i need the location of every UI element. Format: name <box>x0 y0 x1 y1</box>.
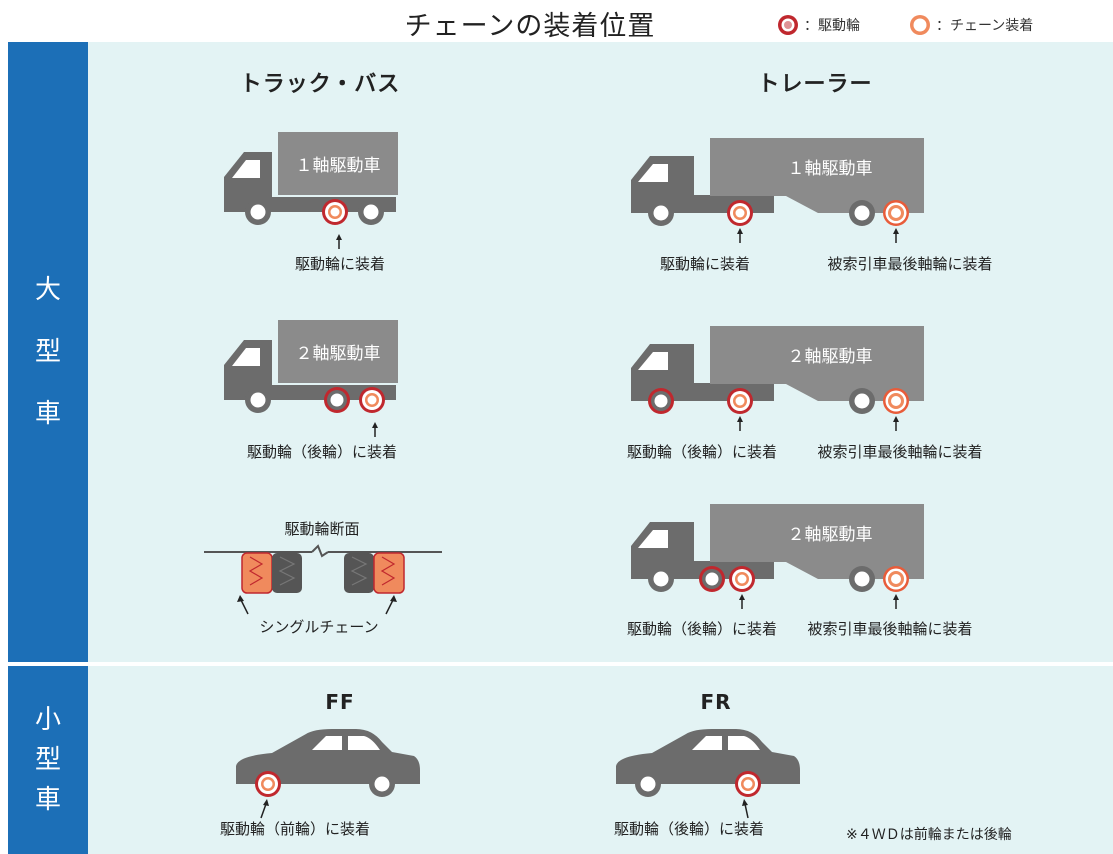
truck-1-caption: 駆動輪に装着 <box>294 255 385 273</box>
large-vehicle-panel <box>8 42 1113 662</box>
fr-caption: 駆動輪（後輪）に装着 <box>613 820 764 838</box>
trailer-2-body-label: ２軸駆動車 <box>788 347 873 367</box>
truck-2-body-label: ２軸駆動車 <box>296 344 381 364</box>
trailer-2-caption-right: 被索引車最後軸輪に装着 <box>817 443 983 461</box>
trailer-1-arrow-right <box>892 227 900 244</box>
4wd-note: ※４ＷＤは前輪または後輪 <box>846 827 1012 843</box>
fr-arrow <box>742 799 749 819</box>
truck-1-arrow <box>335 233 343 250</box>
ff-car-illustration <box>236 729 420 797</box>
truck-1-axle-illustration: １軸駆動車 <box>224 132 398 225</box>
trailer-3-caption-left: 駆動輪（後輪）に装着 <box>626 620 777 638</box>
trailer-1-caption-left: 駆動輪に装着 <box>659 255 750 273</box>
truck-bus-title: トラック・バス <box>239 72 401 97</box>
truck-2-arrow <box>371 421 379 438</box>
legend-chain-label: ：チェーン装着 <box>936 18 1034 34</box>
section-arrow-left <box>237 595 249 615</box>
drive-wheel-legend-icon <box>778 15 798 35</box>
truck-2-axle-illustration: ２軸駆動車 <box>224 320 398 413</box>
legend-drive-label: ：駆動輪 <box>804 18 860 34</box>
small-vehicle-label: 小 型 車 <box>8 666 88 854</box>
chain-wheel-legend-icon <box>910 15 930 35</box>
trailer-title: トレーラー <box>757 72 873 97</box>
ff-arrow <box>260 799 269 819</box>
ff-title: FF <box>325 690 355 714</box>
truck-2-caption: 駆動輪（後輪）に装着 <box>246 443 397 461</box>
legend-drive: ：駆動輪 <box>776 13 860 37</box>
section-arrow-right <box>385 595 397 615</box>
trailer-1-arrow-left <box>736 227 744 244</box>
section-caption: シングルチェーン <box>259 618 379 636</box>
trailer-2-arrow-left <box>736 415 744 432</box>
trailer-3-axle-illustration: ２軸駆動車 <box>631 504 924 592</box>
large-vehicle-label: 大 型 車 <box>8 42 88 662</box>
small-vehicle-panel <box>8 666 1113 854</box>
trailer-1-axle-illustration: １軸駆動車 <box>631 138 924 226</box>
page-title: チェーンの装着位置 <box>404 11 656 42</box>
trailer-2-arrow-right <box>892 415 900 432</box>
trailer-1-caption-right: 被索引車最後軸輪に装着 <box>827 255 993 273</box>
trailer-3-arrow-left <box>738 593 746 610</box>
trailer-2-caption-left: 駆動輪（後輪）に装着 <box>626 443 777 461</box>
trailer-2-axle-illustration: ２軸駆動車 <box>631 326 924 414</box>
truck-1-body-label: １軸駆動車 <box>296 156 381 176</box>
fr-car-illustration <box>616 729 800 797</box>
tire-cross-section-illustration <box>204 544 442 594</box>
fr-title: FR <box>700 690 732 714</box>
trailer-3-arrow-right <box>892 593 900 610</box>
trailer-3-body-label: ２軸駆動車 <box>788 525 873 545</box>
trailer-1-body-label: １軸駆動車 <box>788 159 873 179</box>
legend-chain: ：チェーン装着 <box>908 13 1033 37</box>
ff-caption: 駆動輪（前輪）に装着 <box>219 820 370 838</box>
section-title: 駆動輪断面 <box>284 520 360 538</box>
trailer-3-caption-right: 被索引車最後軸輪に装着 <box>807 620 973 638</box>
